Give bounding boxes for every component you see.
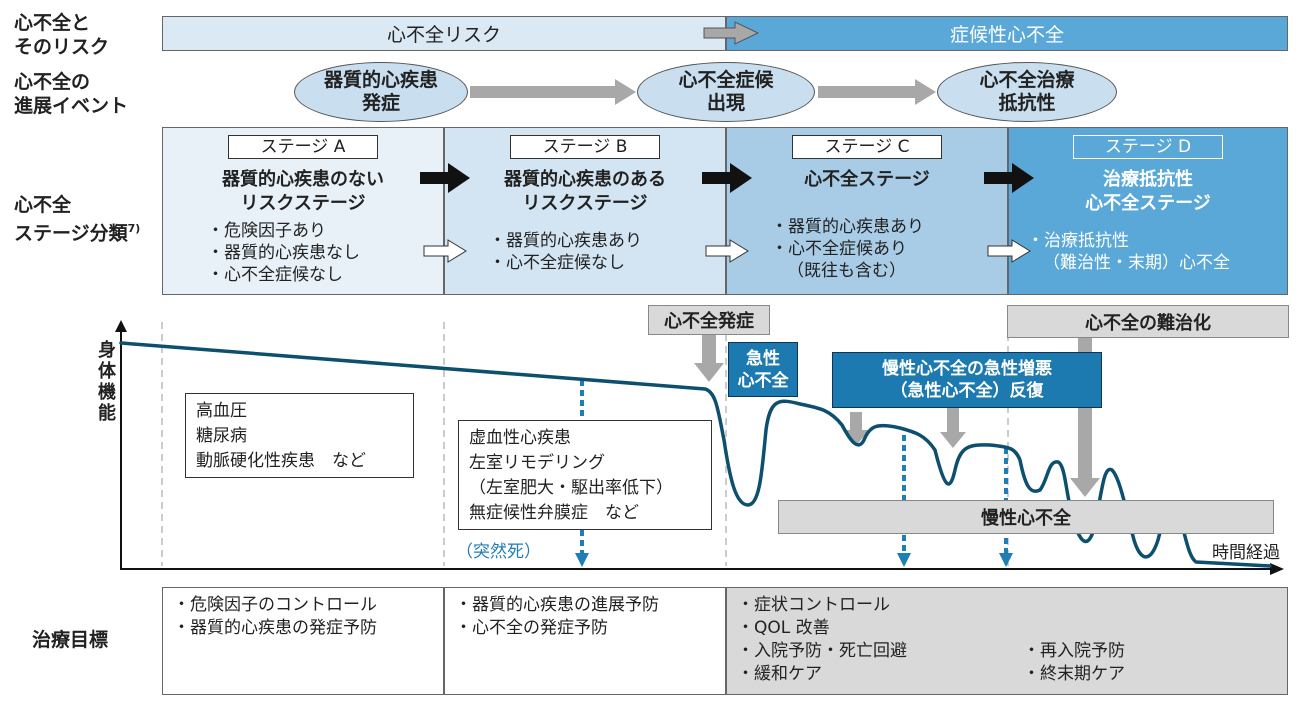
stage-b-tag: ステージ B	[510, 135, 660, 159]
treatment-cd: ・症状コントロール・QOL 改善 ・入院予防・死亡回避・緩和ケア ・再入院予防・…	[726, 587, 1288, 695]
label-events: 心不全の進展イベント	[14, 71, 129, 117]
treatment-a: ・危険因子のコントロール・器質的心疾患の発症予防	[162, 587, 444, 695]
stage-b-items: ・器質的心疾患あり・心不全症候なし	[489, 231, 642, 273]
structural-disease-box: 虚血性心疾患左室リモデリング （左室肥大・駆出率低下）無症候性弁膜症 など	[458, 420, 712, 530]
dashed-arrowhead-2	[897, 553, 911, 567]
stage-c-title: 心不全ステージ	[804, 169, 930, 190]
onset-arrow	[694, 333, 724, 382]
event-structural-onset: 器質的心疾患発症	[294, 62, 468, 122]
stage-d-title: 治療抵抗性心不全ステージ	[1085, 169, 1211, 214]
event-arrow-2	[818, 79, 936, 105]
stage-white-arrow-ab	[423, 239, 467, 263]
x-axis-label: 時間経過	[1212, 543, 1280, 563]
x-axis-arrowhead	[1270, 563, 1284, 575]
y-axis-arrowhead	[115, 320, 127, 332]
stage-white-arrow-cd	[987, 239, 1031, 263]
stage-c: ステージ C 心不全ステージ ・器質的心疾患あり・心不全症候あり （既往も含む）	[726, 127, 1008, 295]
sudden-death-label: （突然死）	[456, 542, 541, 562]
label-treatment: 治療目標	[32, 629, 109, 651]
event-symptom-onset: 心不全症候出現	[637, 62, 815, 122]
band-symptomatic: 症候性心不全	[726, 16, 1288, 51]
dashed-arrowhead-3	[999, 553, 1013, 567]
onset-box: 心不全発症	[648, 305, 770, 335]
treatment-b: ・器質的心疾患の進展予防・心不全の発症予防	[444, 587, 726, 695]
band-risk: 心不全リスク	[162, 16, 726, 51]
stage-d: ステージ D 治療抵抗性心不全ステージ ・治療抵抗性（難治性・末期）心不全	[1008, 127, 1288, 295]
stage-a-tag: ステージ A	[228, 135, 378, 159]
stage-a-title: 器質的心疾患のないリスクステージ	[222, 169, 384, 214]
stage-c-items: ・器質的心疾患あり・心不全症候あり （既往も含む）	[771, 217, 924, 281]
stage-b-title: 器質的心疾患のあるリスクステージ	[504, 169, 666, 214]
refractory-arrow	[1070, 338, 1100, 497]
risk-factors-box: 高血圧糖尿病動脈硬化性疾患 など	[185, 393, 414, 478]
refractory-box: 心不全の難治化	[1007, 305, 1289, 338]
stage-d-items: ・治療抵抗性（難治性・末期）心不全	[1027, 231, 1230, 273]
stage-b: ステージ B 器質的心疾患のあるリスクステージ ・器質的心疾患あり・心不全症候な…	[444, 127, 726, 295]
stage-arrow-ab	[420, 163, 470, 193]
exacerbation-arrow-2	[940, 404, 966, 448]
label-risk: 心不全とそのリスク	[14, 12, 110, 58]
stage-a: ステージ A 器質的心疾患のないリスクステージ ・危険因子あり・器質的心疾患なし…	[162, 127, 444, 295]
stage-c-tag: ステージ C	[792, 135, 942, 159]
chronic-hf-box: 慢性心不全	[778, 500, 1274, 534]
stage-white-arrow-bc	[705, 239, 749, 263]
treatment-cd-right: ・再入院予防・終末期ケア	[1023, 641, 1125, 684]
acute-hf-box: 急性心不全	[728, 342, 798, 397]
stage-d-tag: ステージ D	[1073, 135, 1223, 159]
stage-a-items: ・危険因子あり・器質的心疾患なし・心不全症候なし	[207, 221, 360, 285]
axis-y-label: 身体 機能	[98, 340, 116, 424]
exacerbation-box: 慢性心不全の急性増悪（急性心不全）反復	[832, 352, 1102, 408]
stage-arrow-cd	[984, 163, 1034, 193]
event-treatment-resistance: 心不全治療抵抗性	[937, 62, 1117, 122]
dashed-arrowhead-1	[575, 553, 589, 567]
event-arrow-1	[470, 79, 636, 105]
label-classification: 心不全 ステージ分類7)	[14, 194, 141, 245]
band-arrow	[703, 21, 760, 45]
stage-arrow-bc	[702, 163, 752, 193]
